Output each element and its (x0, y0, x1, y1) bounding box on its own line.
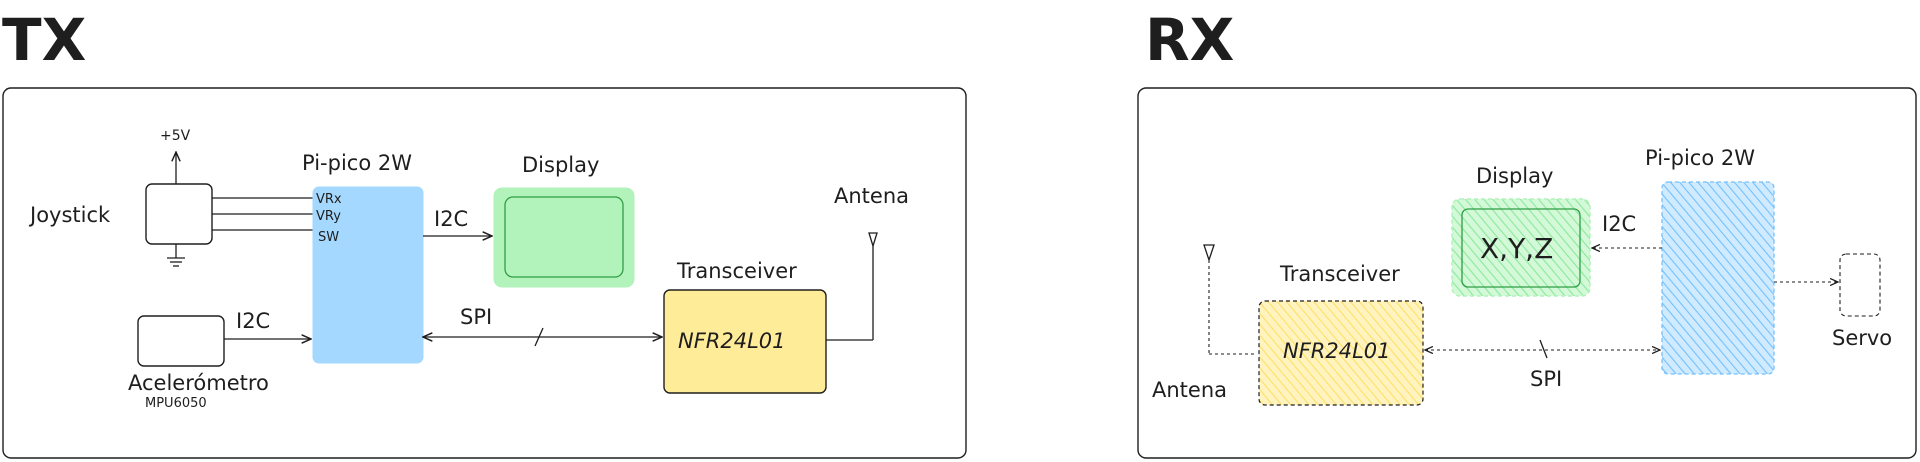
tx-i2c-display-label: I2C (434, 207, 468, 231)
rx-display-text: X,Y,Z (1480, 232, 1553, 265)
rx-display-outer (1451, 198, 1591, 297)
rx-transceiver-title: Transceiver (1279, 262, 1400, 286)
tx-nrf-label: NFR24L01 (678, 329, 786, 353)
tx-pico-title: Pi-pico 2W (302, 151, 412, 175)
tx-joystick-label: Joystick (28, 203, 111, 227)
tx-ground-icon (167, 244, 185, 267)
tx-accel-box (137, 315, 225, 367)
tx-spi-bus-slash (534, 327, 544, 347)
tx-pin-vry: VRy (316, 209, 341, 224)
tx-section: TX Joystick +5V Pi-pico 2W VRx VRy SW Di… (2, 6, 967, 459)
tx-antenna-icon (826, 232, 878, 341)
rx-display-title: Display (1476, 164, 1553, 188)
rx-transceiver-box (1258, 300, 1424, 406)
tx-supply-label: +5V (160, 128, 191, 144)
rx-servo-label: Servo (1832, 326, 1892, 350)
tx-spi-label: SPI (460, 305, 492, 329)
rx-antenna-label: Antena (1152, 378, 1227, 402)
tx-antenna-label: Antena (834, 184, 909, 208)
tx-display-title: Display (522, 153, 599, 177)
tx-transceiver-title: Transceiver (676, 259, 797, 283)
rx-title: RX (1145, 6, 1234, 74)
tx-pico-board (312, 186, 424, 364)
tx-accel-model: MPU6050 (145, 396, 207, 411)
rx-section: RX Display X,Y,Z Pi-pico 2W I2C Servo Tr… (1137, 6, 1917, 459)
rx-display-screen (1461, 208, 1581, 288)
tx-joystick-box (145, 183, 213, 245)
rx-i2c-label: I2C (1602, 212, 1636, 236)
rx-spi-label: SPI (1530, 367, 1562, 391)
rx-frame (1137, 87, 1917, 459)
tx-accel-label: Acelerómetro (128, 371, 269, 395)
tx-frame (2, 87, 967, 459)
tx-transceiver-box (663, 289, 827, 394)
rx-pico-board (1661, 181, 1775, 375)
tx-i2c-accel-label: I2C (236, 309, 270, 333)
rx-pico-title: Pi-pico 2W (1645, 146, 1755, 170)
tx-display-screen (504, 196, 624, 278)
tx-display-outer (493, 187, 635, 288)
rx-nrf-label: NFR24L01 (1283, 339, 1391, 363)
rx-spi-bus-slash (1539, 339, 1548, 359)
rx-servo-box (1839, 253, 1881, 317)
tx-pin-sw: SW (318, 230, 339, 245)
rx-antenna-icon (1203, 244, 1257, 355)
tx-title: TX (2, 6, 86, 74)
tx-pin-vrx: VRx (316, 192, 342, 207)
